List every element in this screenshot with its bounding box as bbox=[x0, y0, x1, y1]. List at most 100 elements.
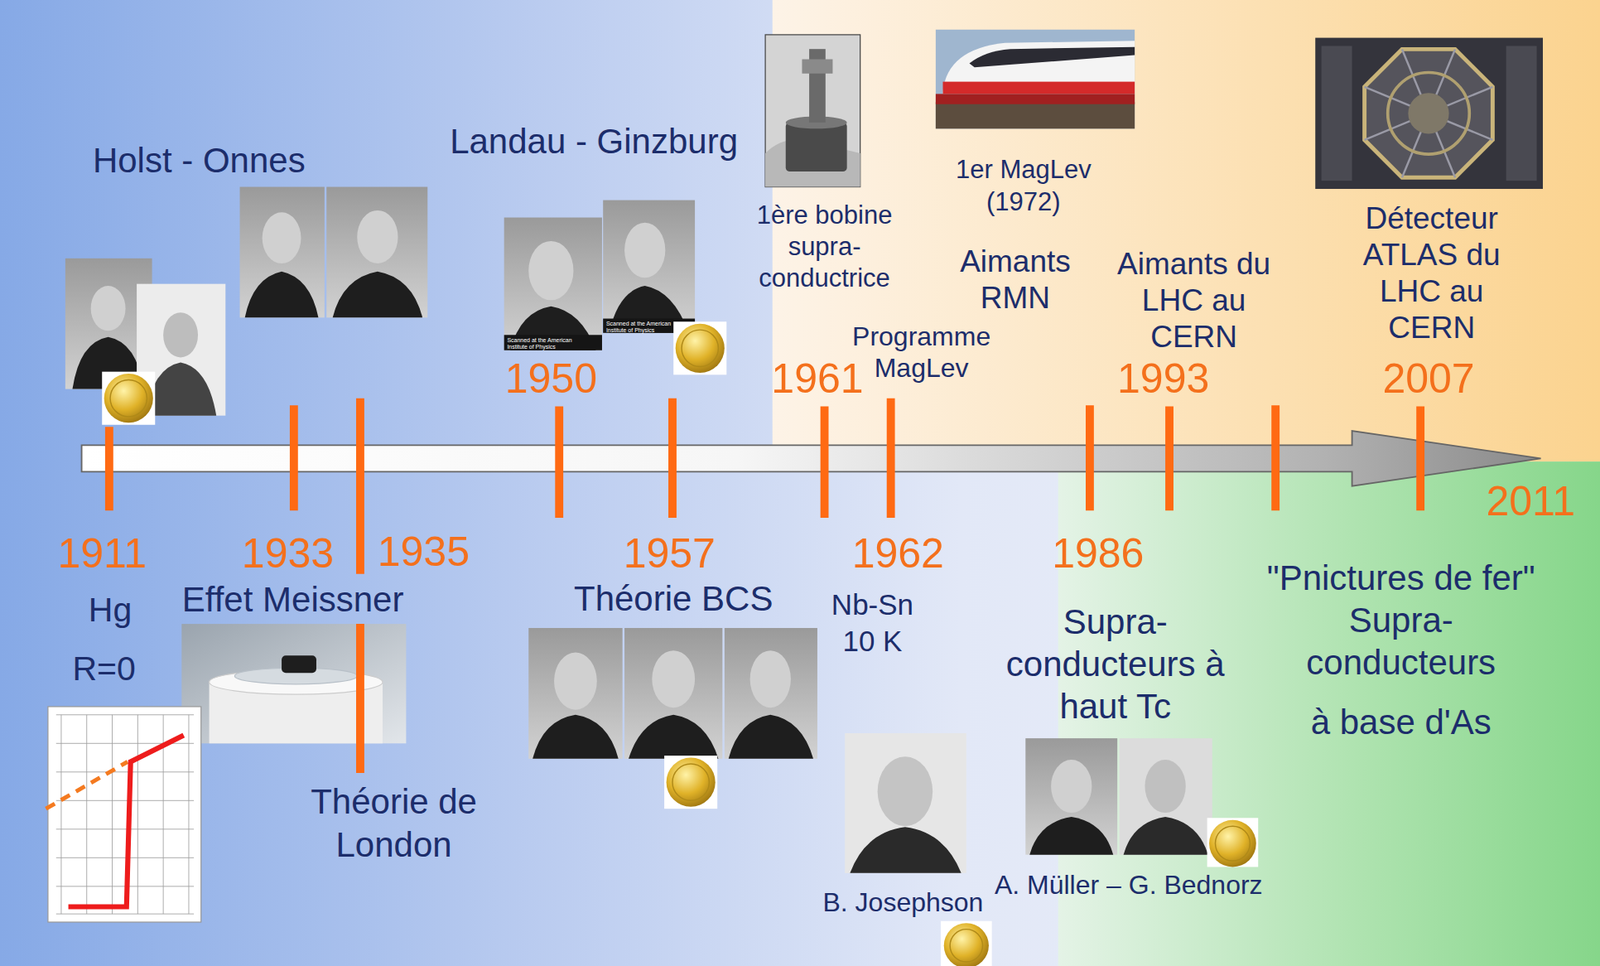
year-label: 1911 bbox=[57, 528, 147, 579]
portrait-photo bbox=[504, 217, 603, 351]
year-label: 1933 bbox=[241, 528, 334, 579]
atlas-core bbox=[1407, 92, 1449, 134]
event-label: Nb-Sn 10 K bbox=[825, 586, 919, 660]
year-label: 2007 bbox=[1382, 353, 1475, 404]
event-label: "Pnictures de fer" Supra- conducteurs bbox=[1262, 556, 1540, 684]
meissner-photo bbox=[181, 623, 406, 743]
maglev-photo bbox=[935, 29, 1135, 130]
portrait-photo bbox=[724, 627, 818, 759]
year-tick bbox=[109, 398, 1421, 773]
person-names: Landau - Ginzburg bbox=[449, 120, 738, 163]
background-peach bbox=[772, 0, 1600, 462]
portrait-body bbox=[849, 826, 961, 873]
year-label: 1962 bbox=[852, 528, 945, 579]
nobel-medal bbox=[104, 373, 154, 423]
portrait-head bbox=[91, 285, 126, 331]
coil-clamp bbox=[801, 58, 833, 73]
nobel-medal bbox=[1209, 819, 1257, 868]
medal-background bbox=[1207, 817, 1259, 867]
portrait-head bbox=[750, 650, 791, 708]
event-label: à base d'As bbox=[1310, 701, 1492, 743]
portrait-head bbox=[262, 212, 302, 264]
atlas-structure bbox=[1506, 45, 1538, 181]
coil-photo bbox=[765, 34, 861, 188]
year-label: 1993 bbox=[1117, 353, 1210, 404]
graph-grid bbox=[56, 714, 194, 914]
person-names: A. Müller – G. Bednorz bbox=[994, 868, 1263, 901]
event-label: 1er MagLev (1972) bbox=[952, 153, 1095, 218]
event-label: Théorie de London bbox=[300, 780, 487, 867]
portrait-head bbox=[554, 652, 598, 710]
medal-rim bbox=[1214, 825, 1250, 861]
medal-background bbox=[664, 755, 718, 809]
portrait-head bbox=[356, 210, 398, 264]
maglev-guideway bbox=[935, 93, 1135, 104]
portrait-body bbox=[728, 714, 814, 759]
person-names: B. Josephson bbox=[822, 886, 984, 918]
portrait-head bbox=[1144, 759, 1186, 813]
maglev-stripe bbox=[943, 81, 1136, 95]
maglev-windows bbox=[969, 47, 1136, 68]
portrait-body bbox=[144, 362, 217, 416]
portrait-photo bbox=[602, 200, 695, 333]
year-label: 1957 bbox=[623, 528, 716, 579]
medal-rim bbox=[110, 380, 147, 417]
event-label: Effet Meissner bbox=[182, 578, 405, 621]
nobel-medal bbox=[666, 757, 716, 807]
atlas-photo bbox=[1315, 38, 1543, 189]
portrait-head bbox=[528, 240, 574, 300]
medal-background bbox=[101, 371, 155, 425]
nobel-medal bbox=[675, 323, 725, 373]
maglev-body bbox=[943, 40, 1136, 94]
portrait-body bbox=[332, 271, 423, 318]
portrait-head bbox=[1050, 759, 1092, 813]
coil-body bbox=[785, 122, 848, 172]
resistance-curve bbox=[68, 734, 184, 907]
portrait-photo bbox=[528, 627, 622, 759]
photo-credit-band bbox=[504, 334, 603, 350]
event-label: Détecteur ATLAS du LHC au CERN bbox=[1354, 200, 1509, 347]
portrait-head bbox=[624, 222, 666, 279]
photo-credit: Scanned at the American Institute of Phy… bbox=[606, 320, 676, 334]
event-label: Hg bbox=[88, 589, 132, 631]
portrait-body bbox=[245, 271, 319, 318]
event-label: Théorie BCS bbox=[573, 578, 773, 620]
nobel-medal bbox=[944, 922, 989, 966]
portrait-photo bbox=[624, 627, 723, 759]
portrait-head bbox=[163, 312, 198, 357]
portrait-body bbox=[628, 714, 719, 759]
atlas-octagon bbox=[1364, 48, 1494, 178]
portrait-body bbox=[1123, 816, 1209, 855]
extrapolation-line bbox=[45, 761, 128, 809]
event-label: Aimants RMN bbox=[949, 243, 1082, 317]
event-label: 1ère bobine supra- conductrice bbox=[753, 199, 897, 294]
portrait-photo bbox=[1025, 737, 1118, 855]
event-label: Aimants du LHC au CERN bbox=[1111, 245, 1278, 356]
portrait-photo bbox=[1119, 737, 1213, 855]
portrait-body bbox=[532, 714, 619, 759]
person-names: Holst - Onnes bbox=[92, 139, 306, 182]
event-label: Programme MagLev bbox=[844, 320, 998, 384]
event-label: R=0 bbox=[72, 648, 135, 690]
year-label: 1950 bbox=[505, 353, 598, 404]
atlas-ring bbox=[1387, 72, 1470, 155]
photo-credit: Scanned at the American Institute of Phy… bbox=[506, 337, 577, 351]
portrait-head bbox=[651, 650, 695, 708]
medal-rim bbox=[949, 929, 983, 962]
timeline-arrow bbox=[81, 430, 1542, 487]
portrait-body bbox=[1029, 816, 1114, 855]
year-label: 2011 bbox=[1485, 476, 1576, 526]
event-label: Supra- conducteurs à haut Tc bbox=[997, 600, 1233, 728]
medal-background bbox=[673, 321, 727, 375]
portrait-head bbox=[877, 756, 934, 826]
maglev-ground bbox=[935, 101, 1135, 129]
resistance-graph bbox=[48, 706, 202, 922]
atlas-spokes bbox=[1364, 48, 1494, 178]
portrait-photo bbox=[240, 187, 325, 319]
atlas-structure bbox=[1321, 45, 1353, 181]
year-label: 1961 bbox=[771, 353, 863, 404]
medal-rim bbox=[681, 329, 719, 367]
levitating-magnet bbox=[281, 655, 317, 673]
